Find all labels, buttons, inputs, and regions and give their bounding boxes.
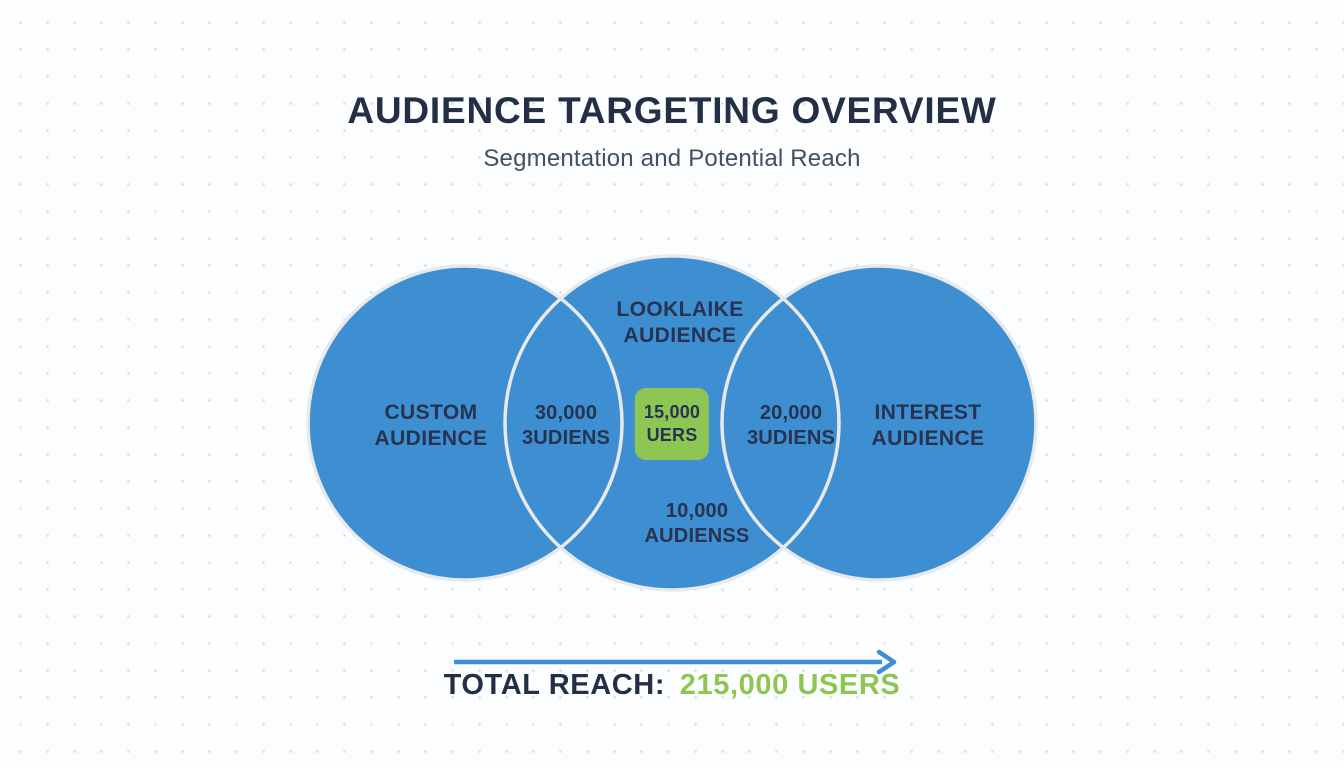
interest-audience-label: INTEREST AUDIENCE [872,400,985,452]
header: AUDIENCE TARGETING OVERVIEW Segmentation… [0,90,1344,173]
reach-arrow [454,649,897,675]
center-overlap-count: 15,000 [643,402,701,422]
page-title: AUDIENCE TARGETING OVERVIEW [347,90,997,131]
total-reach-label: TOTAL REACH: [443,669,666,701]
interest-audience-line2: AUDIENCE [871,427,985,450]
overlap-lookalike-interest-label: 20,000 3UDIENS [747,401,835,451]
overlap-left-count: 30,000 [534,402,598,424]
overlap-right-count: 20,000 [759,402,823,424]
custom-audience-line1: CUSTOM [384,401,478,424]
overlap-bottom-count: 10,000 [665,500,729,522]
center-overlap-unit: UERS [646,425,698,445]
custom-audience-label: CUSTOM AUDIENCE [375,400,488,452]
overlap-bottom-unit: AUDIENSS [644,525,750,547]
custom-audience-line2: AUDIENCE [374,427,488,450]
overlap-custom-lookalike-label: 30,000 3UDIENS [522,401,610,451]
lookalike-audience-line2: AUDIENCE [623,324,737,347]
overlap-left-unit: 3UDIENS [521,427,611,449]
lookalike-audience-line1: LOOKLAIKE [616,298,744,321]
total-reach: TOTAL REACH: 215,000 USERS [0,669,1344,702]
interest-audience-outline [720,264,1038,582]
page-subtitle: Segmentation and Potential Reach [483,145,861,172]
custom-audience-outline [306,264,624,582]
reach-arrow-head [876,649,897,675]
interest-audience-line1: INTEREST [874,401,982,424]
lookalike-audience-label: LOOKLAIKE AUDIENCE [616,297,743,349]
total-reach-value: 215,000 USERS [679,669,901,701]
venn-diagram [306,254,1038,592]
center-overlap-box: 15,000 UERS [634,388,710,460]
lookalike-audience-outline [503,254,841,592]
overlap-bottom-label: 10,000 AUDIENSS [645,499,750,549]
circle-outlines [306,254,1038,592]
overlap-right-unit: 3UDIENS [746,427,836,449]
